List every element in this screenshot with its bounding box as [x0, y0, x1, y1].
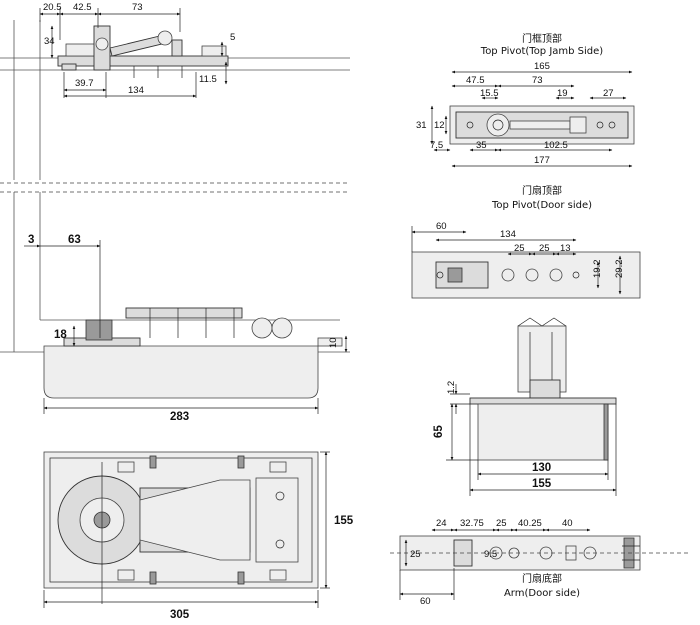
dim-73-jamb: 73 — [532, 75, 543, 86]
arm-door-side: 24 32.75 25 40.25 40 25 9.5 60 门扇底部 Arm(… — [390, 518, 690, 607]
dim-15-5: 15.5 — [480, 88, 499, 99]
dim-35: 35 — [476, 140, 487, 151]
caption-top-pivot-jamb-cn: 门框顶部 — [522, 32, 562, 45]
dim-10: 10 — [328, 337, 339, 348]
floor-spring-side-elevation: 3 63 18 10 283 — [0, 192, 350, 423]
dim-1-2: 1.2 — [446, 381, 457, 394]
dim-155: 155 — [334, 515, 354, 527]
caption-top-pivot-door-cn: 门扇顶部 — [522, 184, 562, 197]
dim-165: 165 — [534, 61, 550, 72]
dim-63: 63 — [68, 234, 81, 246]
dim-7-5: 7.5 — [430, 140, 443, 151]
top-pivot-jamb-side: 门框顶部 Top Pivot(Top Jamb Side) 165 47.5 7… — [416, 32, 635, 168]
dim-47-5: 47.5 — [466, 75, 485, 86]
dim-29-2: 29.2 — [614, 260, 625, 279]
dim-102-5: 102.5 — [544, 140, 568, 151]
dim-40-25: 40.25 — [518, 518, 542, 529]
dim-24: 24 — [436, 518, 447, 529]
dim-5: 5 — [230, 32, 235, 43]
dim-34: 34 — [44, 36, 55, 47]
dim-25-door-b: 25 — [539, 243, 550, 254]
dim-40: 40 — [562, 518, 573, 529]
dim-155-box: 155 — [532, 478, 552, 490]
caption-arm-en: Arm(Door side) — [504, 588, 580, 599]
dim-177: 177 — [534, 155, 550, 166]
dim-31: 31 — [416, 120, 427, 131]
dim-134-door: 134 — [500, 229, 516, 240]
dim-134: 134 — [128, 85, 144, 96]
top-pivot-door-side: 门扇顶部 Top Pivot(Door side) 60 134 25 25 1… — [411, 184, 641, 299]
dim-18: 18 — [54, 329, 67, 341]
dim-283: 283 — [170, 411, 189, 423]
caption-arm-cn: 门扇底部 — [522, 572, 562, 585]
caption-top-pivot-jamb-en: Top Pivot(Top Jamb Side) — [480, 46, 604, 57]
dim-19: 19 — [557, 88, 568, 99]
dim-11-5: 11.5 — [199, 74, 217, 85]
dim-25-door-a: 25 — [514, 243, 525, 254]
dim-60-door: 60 — [436, 221, 447, 232]
dim-73: 73 — [132, 2, 143, 13]
top-pivot-assembly-elevation: 20.5 42.5 73 34 5 11.5 39.7 134 — [0, 2, 350, 193]
dim-39-7: 39.7 — [75, 78, 94, 89]
dim-25-arm-b: 25 — [410, 549, 421, 560]
floor-box-section: 1.2 65 130 155 — [433, 317, 617, 496]
dim-19-2: 19.2 — [592, 260, 603, 279]
dim-60-arm: 60 — [420, 596, 431, 607]
dim-305: 305 — [170, 609, 190, 621]
dim-3: 3 — [28, 234, 34, 246]
caption-top-pivot-door-en: Top Pivot(Door side) — [491, 200, 592, 211]
dim-32-75: 32.75 — [460, 518, 484, 529]
dim-65: 65 — [433, 425, 445, 438]
dim-12: 12 — [434, 120, 445, 131]
dim-25-arm-a: 25 — [496, 518, 507, 529]
dim-20-5: 20.5 — [43, 2, 62, 13]
dim-13: 13 — [560, 243, 571, 254]
dim-42-5: 42.5 — [73, 2, 92, 13]
floor-spring-plan-view: 155 305 — [43, 451, 354, 621]
dim-130: 130 — [532, 462, 551, 474]
dim-9-5: 9.5 — [484, 549, 497, 560]
dim-27: 27 — [603, 88, 614, 99]
